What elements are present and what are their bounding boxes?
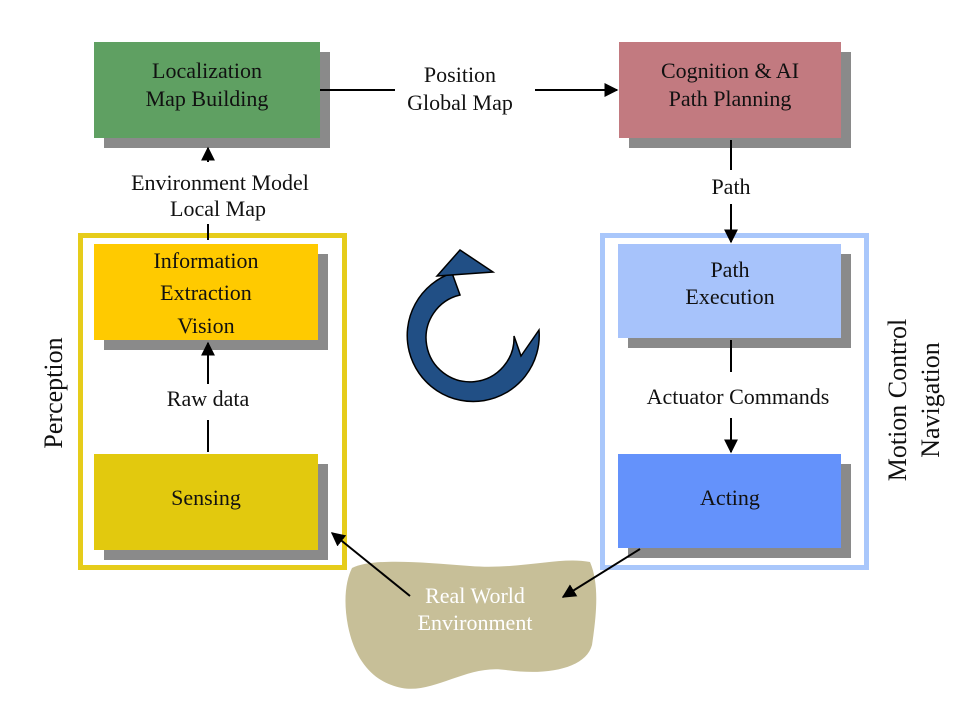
motion-control-group-label: Motion Control [883, 319, 912, 482]
cognition-label-1: Cognition & AI [661, 58, 799, 83]
edge-actuator-commands-label: Actuator Commands [647, 384, 830, 409]
path-execution-label-1: Path [710, 257, 749, 282]
path-execution-node: Path Execution [618, 244, 851, 348]
real-world-label-1: Real World [425, 583, 525, 608]
perception-group-label: Perception [39, 337, 68, 448]
localization-node: Localization Map Building [94, 42, 330, 148]
real-world-blob [345, 560, 597, 689]
real-world-label-2: Environment [418, 610, 533, 635]
edge-global-map-label: Global Map [407, 90, 513, 115]
edge-local-map-label: Local Map [170, 196, 266, 221]
edge-environment-model: Environment Model Local Map [131, 146, 309, 240]
navigation-group-label: Navigation [916, 342, 945, 458]
edge-world-to-sensing [330, 532, 411, 597]
edge-path: Path [711, 140, 751, 244]
circular-arrow-icon [406, 249, 540, 403]
cognition-node: Cognition & AI Path Planning [619, 42, 851, 148]
edge-actuator-commands: Actuator Commands [647, 340, 830, 454]
edge-position-global-map: Position Global Map [320, 62, 619, 115]
perception-frame [78, 233, 347, 570]
localization-label-1: Localization [152, 58, 262, 83]
information-extraction-node: Information Extraction Vision [94, 244, 328, 350]
localization-label-2: Map Building [146, 86, 269, 111]
acting-label: Acting [700, 485, 760, 510]
real-world-node: Real World Environment [345, 560, 597, 689]
info-extraction-label-3: Vision [177, 313, 234, 338]
acting-node: Acting [618, 454, 851, 558]
sensing-label: Sensing [171, 485, 241, 510]
edge-raw-data-label: Raw data [167, 386, 250, 411]
info-extraction-label-1: Information [153, 248, 258, 273]
info-extraction-label-2: Extraction [160, 280, 252, 305]
edge-acting-to-world [561, 548, 641, 598]
cognition-label-2: Path Planning [669, 86, 792, 111]
sensing-node: Sensing [94, 454, 328, 560]
edge-environment-model-label: Environment Model [131, 170, 309, 195]
edge-raw-data: Raw data [167, 341, 250, 452]
edge-path-label: Path [711, 174, 750, 199]
edge-position-label: Position [424, 62, 496, 87]
path-execution-label-2: Execution [685, 284, 774, 309]
